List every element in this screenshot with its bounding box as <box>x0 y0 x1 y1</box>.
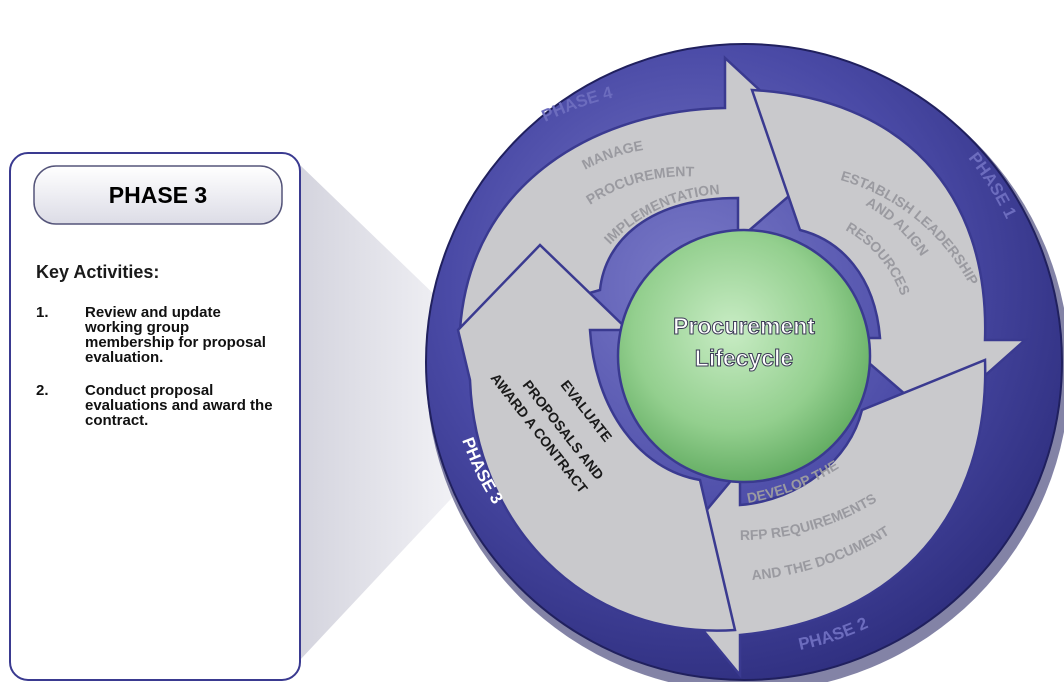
activity-number: 1. <box>36 304 49 321</box>
phase-panel-title: PHASE 3 <box>108 181 208 208</box>
phase-panel-title-box <box>33 165 283 225</box>
activity-number: 2. <box>36 382 49 399</box>
center-title-line1: Procurement <box>673 313 815 339</box>
activity-list: 1. Review and update working group membe… <box>36 305 276 446</box>
zoom-beam <box>300 165 478 660</box>
key-activities-heading: Key Activities: <box>36 262 160 282</box>
center-circle <box>616 228 872 484</box>
activity-item: 2. Conduct proposal evaluations and awar… <box>36 383 276 428</box>
activity-item: 1. Review and update working group membe… <box>36 305 276 365</box>
cycle-arrows <box>456 55 1029 679</box>
arrow-phase2 <box>653 358 987 679</box>
activity-text: Review and update working group membersh… <box>85 304 266 366</box>
activity-text: Conduct proposal evaluations and award t… <box>85 382 273 429</box>
arrow-phase3 <box>456 243 737 632</box>
phase-panel-frame <box>9 152 301 681</box>
arrow-phase1 <box>750 88 1029 422</box>
center-title-line2: Lifecycle <box>695 345 793 371</box>
